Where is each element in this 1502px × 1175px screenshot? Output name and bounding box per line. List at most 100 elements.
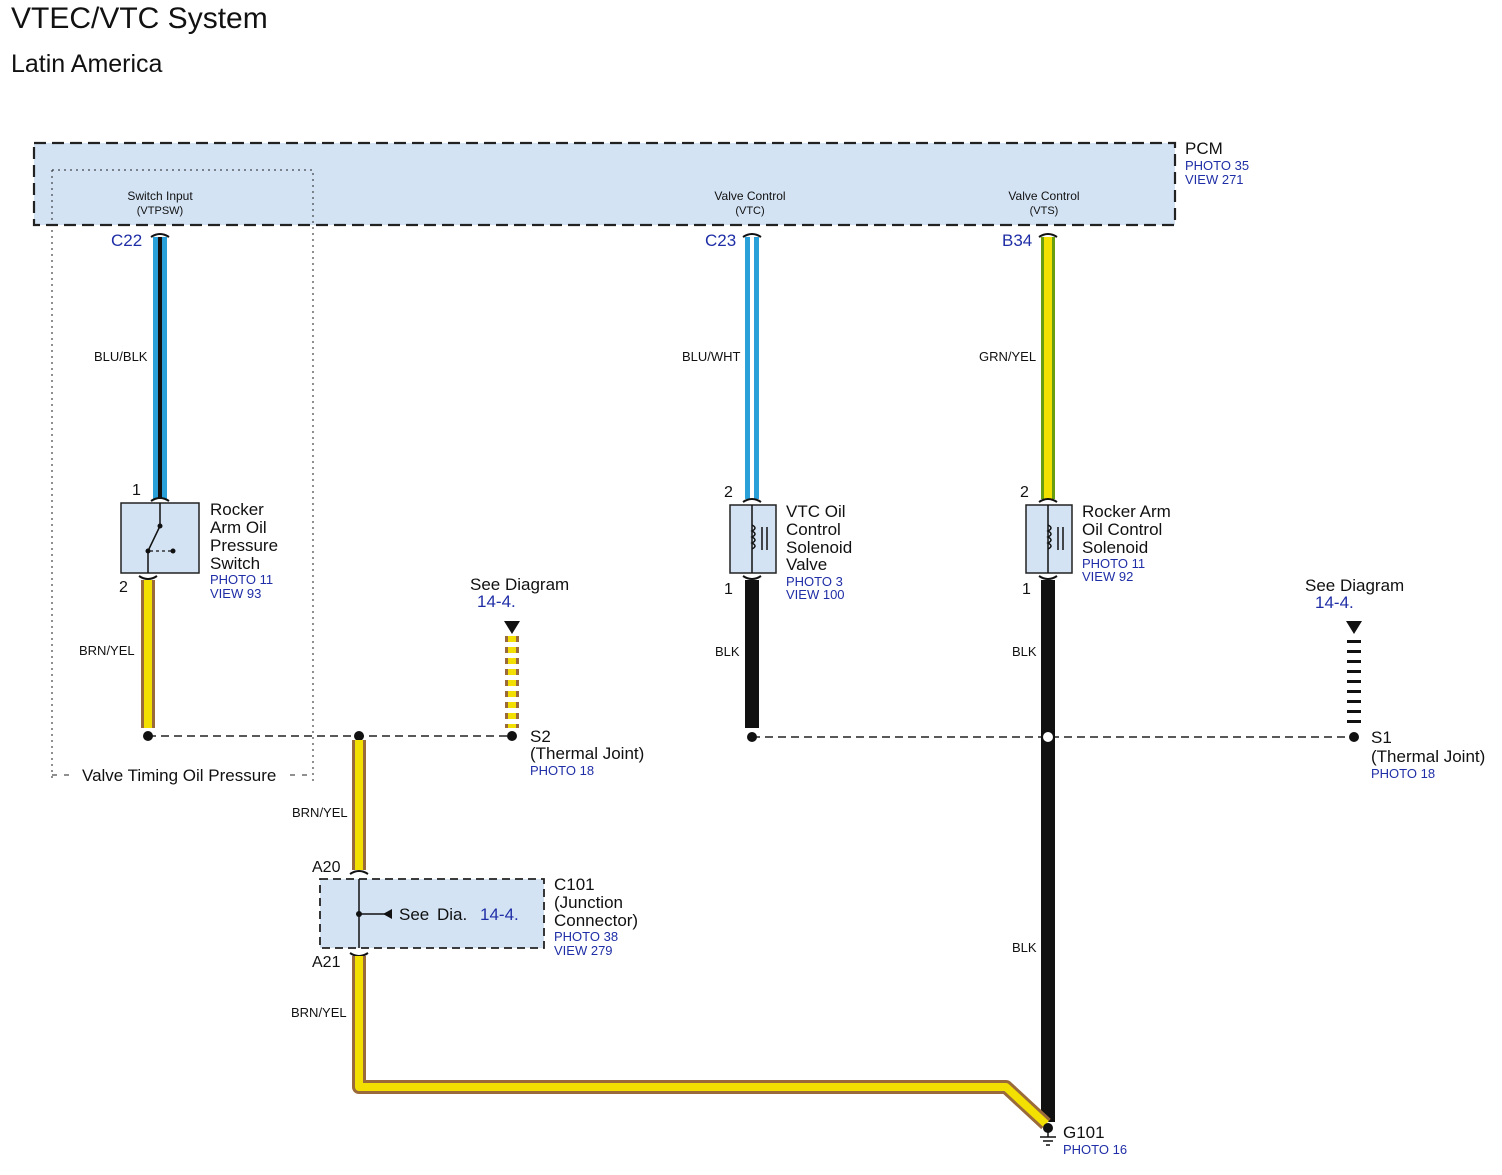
pcm-label: PCM [1185,139,1223,158]
rocker-arm-oil-control-solenoid[interactable] [1025,504,1073,574]
group-label: Valve Timing Oil Pressure [82,766,276,785]
c101-desc-2: Connector) [554,911,638,930]
rocker-solenoid-label-2: Oil Control [1082,520,1162,539]
page-subtitle: Latin America [11,50,163,78]
terminal-cap [742,233,762,238]
c101-photo-ref[interactable]: PHOTO 38 [554,929,618,944]
switch-view-ref[interactable]: VIEW 93 [210,586,261,601]
pcm-input-code-vtc: (VTC) [735,205,764,217]
pcm-input-label-vtc: Valve Control [714,189,785,203]
terminal-cap [138,575,158,580]
terminal-cap [349,870,369,875]
c101-see-text: See [399,905,429,924]
rocker-solenoid-pin-top: 2 [1020,484,1029,501]
pcm-photo-ref[interactable]: PHOTO 35 [1185,158,1249,173]
c101-dia-text: Dia. [437,905,467,924]
page-title: VTEC/VTC System [11,2,268,35]
splice-point [354,731,364,741]
vtc-photo-ref[interactable]: PHOTO 3 [786,574,843,589]
pcm-pin-c23[interactable]: C23 [705,231,736,250]
wire-blk-rocker-to-ground[interactable] [1041,580,1055,1122]
s1-photo-ref[interactable]: PHOTO 18 [1371,766,1435,781]
see-diagram-right-text: See Diagram [1305,576,1404,595]
wire-brn-yel-to-c101[interactable] [352,740,366,870]
wire-label-blu-wht: BLU/WHT [682,349,741,364]
switch-label-1: Rocker [210,500,264,519]
splice-point-hollow [1041,730,1055,744]
vtc-label-3: Solenoid [786,538,852,557]
switch-pin-bottom: 2 [119,579,128,596]
wire-brn-yel-switch[interactable] [141,580,155,728]
see-diagram-arrow-right[interactable] [1346,621,1362,634]
switch-label-3: Pressure [210,536,278,555]
c101-ref[interactable]: 14-4. [480,905,519,924]
vtc-view-ref[interactable]: VIEW 100 [786,587,845,602]
rocker-solenoid-view-ref[interactable]: VIEW 92 [1082,569,1133,584]
switch-label-2: Arm Oil [210,518,267,537]
c101-desc-1: (Junction [554,893,623,912]
wire-label-brn-yel-lower: BRN/YEL [291,1005,347,1020]
wire-blk-see-diagram[interactable] [1346,636,1362,728]
vtc-label-4: Valve [786,555,827,574]
vtc-label-1: VTC Oil [786,502,846,521]
terminal-cap [150,497,170,502]
wire-label-blu-blk: BLU/BLK [94,349,148,364]
wire-label-blk-rocker: BLK [1012,644,1037,659]
c101-name: C101 [554,875,595,894]
pcm-view-ref[interactable]: VIEW 271 [1185,172,1244,187]
pcm-box [32,141,1177,227]
ground-icon [1040,1123,1056,1146]
vtc-pin-bottom: 1 [724,581,733,598]
wire-blk-vtc[interactable] [745,580,759,728]
c101-branch-arrow [383,909,392,919]
c101-pin-bottom: A21 [312,954,341,971]
terminal-cap [1038,233,1058,238]
rocker-arm-oil-pressure-switch[interactable] [120,502,200,574]
rocker-solenoid-label-1: Rocker Arm [1082,502,1171,521]
wire-label-grn-yel: GRN/YEL [979,349,1036,364]
wire-label-blk-ground: BLK [1012,940,1037,955]
switch-pin-top: 1 [132,482,141,499]
see-diagram-left-text: See Diagram [470,575,569,594]
s2-desc: (Thermal Joint) [530,744,644,763]
rocker-solenoid-label-3: Solenoid [1082,538,1148,557]
see-diagram-arrow-left[interactable] [504,621,520,634]
ground-photo-ref[interactable]: PHOTO 16 [1063,1142,1127,1157]
wire-blu-wht[interactable] [745,237,759,499]
wire-grn-yel[interactable] [1041,237,1055,499]
ground-label: G101 [1063,1123,1105,1142]
wire-blu-blk[interactable] [153,237,167,499]
pcm-input-label-vtpsw: Switch Input [127,189,193,203]
wire-label-blk-vtc: BLK [715,644,740,659]
rocker-solenoid-photo-ref[interactable]: PHOTO 11 [1082,556,1145,571]
terminal-cap [1038,575,1058,580]
switch-photo-ref[interactable]: PHOTO 11 [210,572,273,587]
splice-point [1349,732,1359,742]
s2-photo-ref[interactable]: PHOTO 18 [530,763,594,778]
splice-point [507,731,517,741]
wire-label-brn-yel-upper: BRN/YEL [292,805,348,820]
splice-point [143,731,153,741]
c101-pin-top: A20 [312,859,341,876]
s1-label: S1 [1371,728,1392,747]
terminal-cap [1038,498,1058,503]
pcm-input-code-vtpsw: (VTPSW) [137,205,183,217]
splice-point [747,732,757,742]
valve-timing-group-boundary [51,169,314,781]
pcm-pin-c22[interactable]: C22 [111,231,142,250]
vtc-pin-top: 2 [724,484,733,501]
see-diagram-left-ref[interactable]: 14-4. [477,592,516,611]
wire-brn-yel-to-ground[interactable] [352,956,1051,1130]
terminal-cap [150,233,170,238]
pcm-input-code-vts: (VTS) [1030,205,1059,217]
rocker-solenoid-pin-bottom: 1 [1022,581,1031,598]
see-diagram-right-ref[interactable]: 14-4. [1315,593,1354,612]
s1-desc: (Thermal Joint) [1371,747,1485,766]
pcm-pin-b34[interactable]: B34 [1002,231,1032,250]
vtc-label-2: Control [786,520,841,539]
vtc-oil-control-solenoid-valve[interactable] [729,504,777,574]
switch-label-4: Switch [210,554,260,573]
wire-brn-yel-see-diagram[interactable] [504,636,520,728]
c101-view-ref[interactable]: VIEW 279 [554,943,613,958]
